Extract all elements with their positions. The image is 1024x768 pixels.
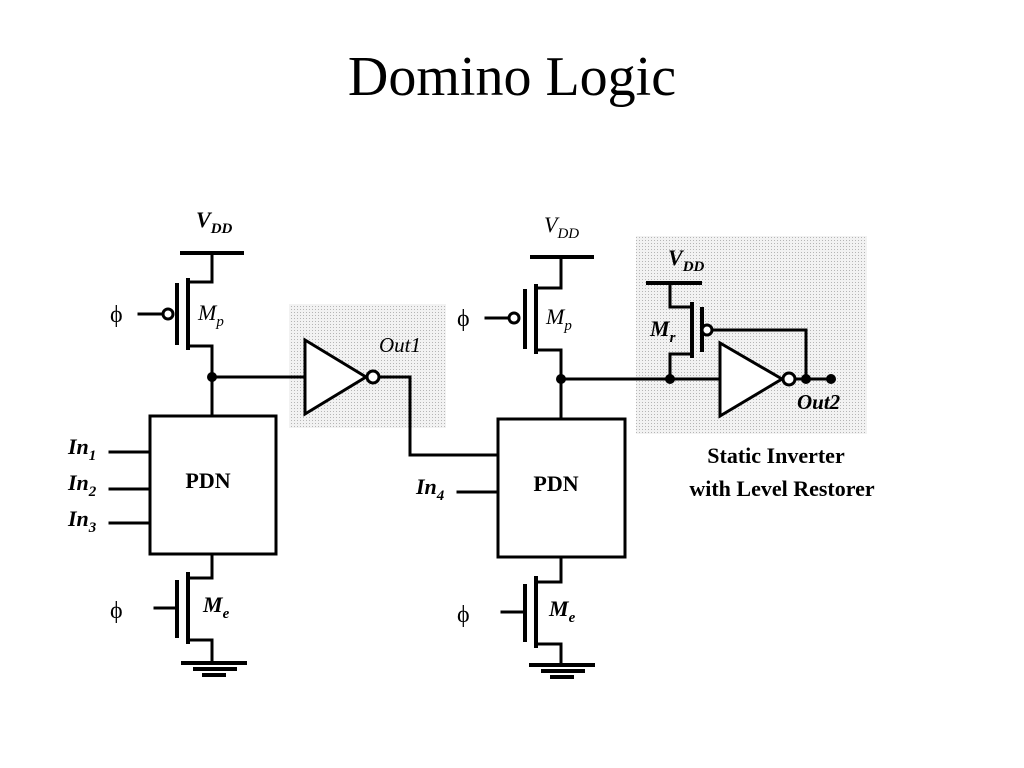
stage1-mp-label: Mp — [197, 300, 224, 330]
restorer-caption-line1: Static Inverter — [707, 443, 845, 468]
out2-terminal — [826, 374, 836, 384]
stage-2: VDD ϕ Mp PDN In4 ϕ — [415, 212, 722, 679]
stage1-in3-label: In3 — [67, 506, 97, 536]
inverter-1 — [303, 337, 500, 457]
stage2-pdn-block — [496, 417, 627, 559]
restorer-mr-label: Mr — [649, 316, 676, 346]
restorer-vdd-label: VDD — [668, 245, 705, 275]
stage2-ground-icon — [529, 663, 595, 679]
stage1-ground-icon — [181, 661, 247, 677]
stage2-mp-transistor — [484, 255, 563, 381]
stage1-mp-transistor — [137, 251, 214, 379]
level-restorer-shading — [636, 236, 867, 434]
stage2-clk-label: ϕ — [457, 306, 470, 332]
stage2-pdn-label: PDN — [533, 471, 578, 496]
out1-label: Out1 — [379, 333, 421, 357]
stage2-in4-label: In4 — [415, 474, 445, 504]
stage1-in2-label: In2 — [67, 470, 97, 500]
stage-1: VDD ϕ Mp PDN In1 In2 — [67, 207, 307, 677]
stage2-mp-label: Mp — [545, 304, 572, 334]
stage1-pdn-label: PDN — [185, 468, 230, 493]
level-restorer: VDD Mr Out2 — [646, 245, 841, 419]
stage1-in1-label: In1 — [67, 434, 96, 464]
out2-junction — [801, 374, 811, 384]
stage2-me-label: Me — [548, 596, 576, 626]
stage1-clk-eval-label: ϕ — [110, 598, 123, 624]
restorer-caption-line2: with Level Restorer — [689, 476, 875, 501]
stage1-clk-label: ϕ — [110, 302, 123, 328]
inverter-2 — [718, 340, 832, 419]
restorer-input-junction — [665, 374, 675, 384]
stage2-vdd-label: VDD — [544, 212, 579, 242]
restorer-mr-transistor — [668, 281, 808, 381]
stage1-me-transistor — [153, 552, 214, 664]
stage2-clk-eval-label: ϕ — [457, 602, 470, 628]
out2-label: Out2 — [797, 390, 841, 414]
stage1-vdd-label: VDD — [196, 207, 233, 237]
slide-title: Domino Logic — [348, 46, 676, 108]
stage2-me-transistor — [500, 555, 563, 666]
stage1-me-label: Me — [202, 592, 230, 622]
